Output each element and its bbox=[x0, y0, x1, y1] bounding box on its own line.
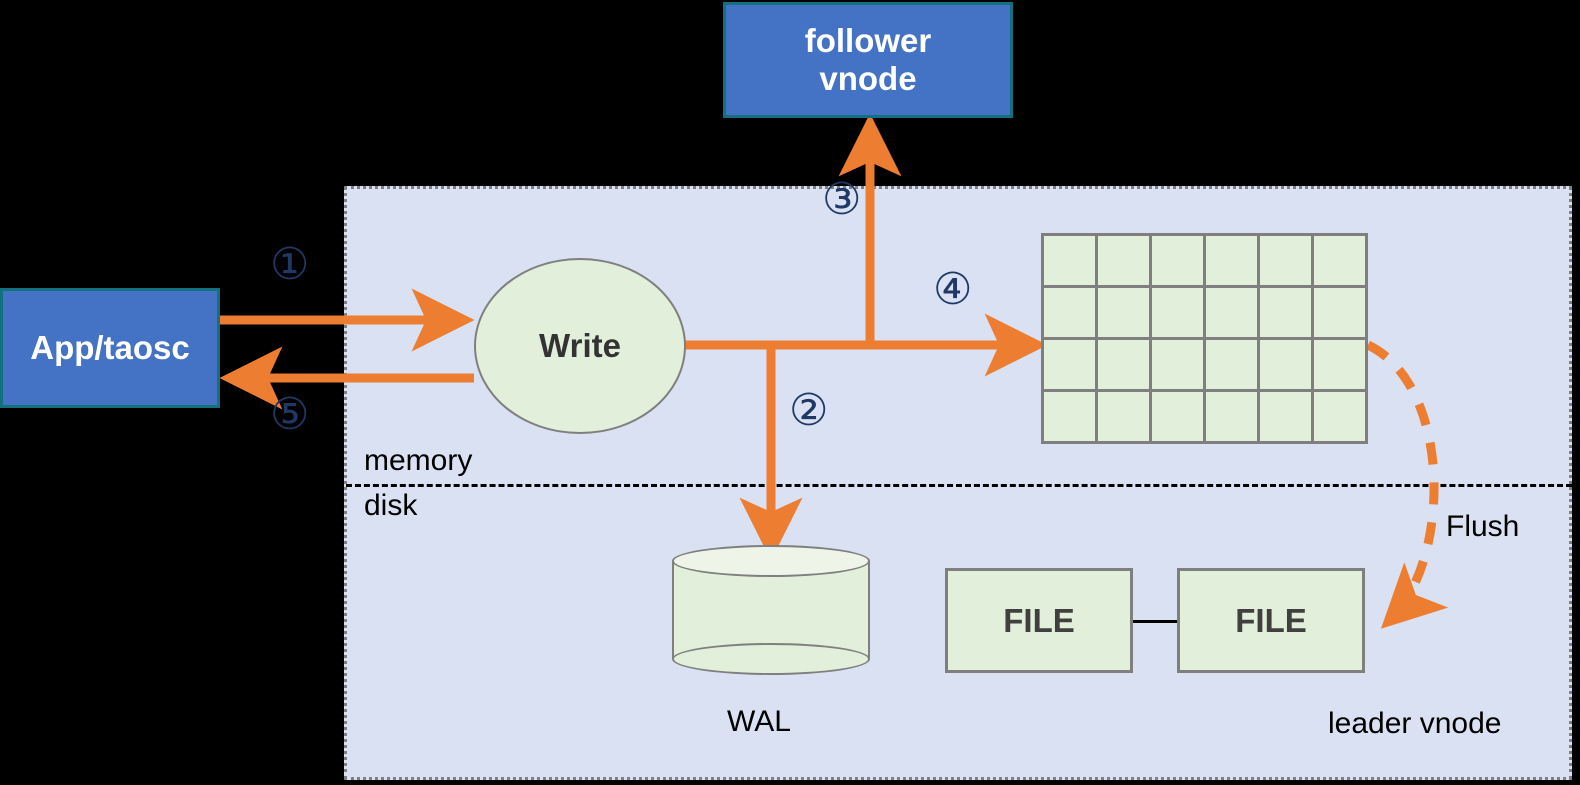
memory-cell bbox=[1044, 392, 1098, 444]
memory-disk-divider bbox=[346, 484, 1572, 487]
step-number-1: ① bbox=[270, 239, 310, 290]
memory-cell bbox=[1314, 236, 1368, 288]
memory-cell bbox=[1206, 288, 1260, 340]
file-box-1[interactable]: FILE bbox=[945, 568, 1133, 673]
file-box-2[interactable]: FILE bbox=[1177, 568, 1365, 673]
memory-cell bbox=[1206, 392, 1260, 444]
wal-cylinder[interactable] bbox=[672, 545, 870, 675]
memory-cell bbox=[1098, 288, 1152, 340]
memory-cell bbox=[1206, 236, 1260, 288]
wal-label: WAL bbox=[727, 705, 791, 738]
memory-cell bbox=[1260, 340, 1314, 392]
memory-cell bbox=[1260, 288, 1314, 340]
app-taosc-label: App/taosc bbox=[30, 329, 190, 367]
memory-cell bbox=[1098, 392, 1152, 444]
step-number-3: ③ bbox=[822, 174, 862, 225]
follower-vnode-box[interactable]: follower vnode bbox=[723, 2, 1013, 118]
leader-vnode-label: leader vnode bbox=[1328, 707, 1502, 740]
memory-cell bbox=[1260, 392, 1314, 444]
wal-cylinder-bottom bbox=[672, 643, 870, 675]
memory-cell bbox=[1152, 392, 1206, 444]
wal-cylinder-top bbox=[672, 545, 870, 577]
write-node[interactable]: Write bbox=[474, 258, 686, 434]
follower-vnode-label: follower vnode bbox=[805, 22, 932, 98]
memory-cell bbox=[1314, 340, 1368, 392]
memory-cell bbox=[1314, 288, 1368, 340]
memory-cell bbox=[1044, 288, 1098, 340]
memory-cell bbox=[1152, 340, 1206, 392]
step-number-2: ② bbox=[789, 385, 829, 436]
file-connector-line bbox=[1133, 620, 1177, 623]
memory-cell bbox=[1152, 236, 1206, 288]
follower-vnode-line1: follower bbox=[804, 22, 932, 60]
memory-cell bbox=[1044, 236, 1098, 288]
memory-label: memory bbox=[364, 444, 473, 477]
step-number-4: ④ bbox=[933, 264, 973, 315]
memory-table-grid bbox=[1041, 233, 1368, 444]
memory-cell bbox=[1152, 288, 1206, 340]
flush-label: Flush bbox=[1446, 510, 1520, 543]
step-number-5: ⑤ bbox=[270, 389, 310, 440]
memory-cell bbox=[1206, 340, 1260, 392]
memory-cell bbox=[1314, 392, 1368, 444]
disk-label: disk bbox=[364, 489, 418, 522]
file-box-1-label: FILE bbox=[1003, 601, 1075, 639]
memory-cell bbox=[1098, 236, 1152, 288]
follower-vnode-line2: vnode bbox=[819, 60, 917, 97]
memory-cell bbox=[1098, 340, 1152, 392]
write-node-label: Write bbox=[539, 327, 621, 364]
memory-cell bbox=[1044, 340, 1098, 392]
memory-cell bbox=[1260, 236, 1314, 288]
app-taosc-box[interactable]: App/taosc bbox=[0, 288, 220, 408]
file-box-2-label: FILE bbox=[1235, 601, 1307, 639]
